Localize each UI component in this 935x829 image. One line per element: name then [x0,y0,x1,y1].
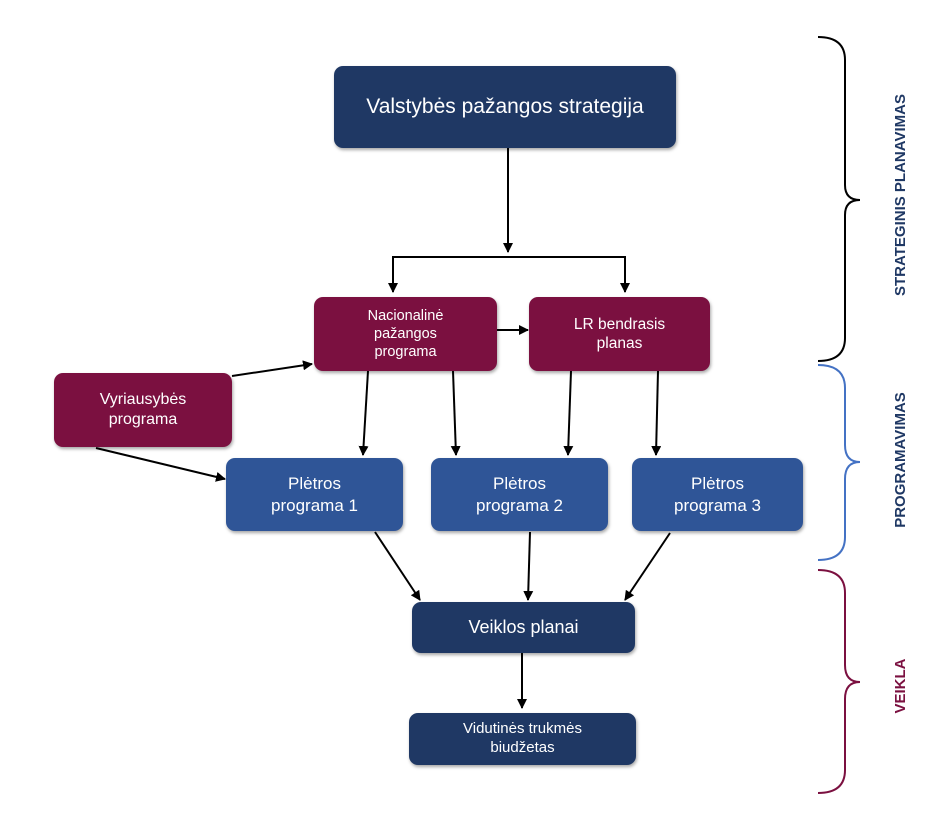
arrow-lrbp-to-pp2 [563,370,574,456]
arrow-vp-to-pp1 [95,447,226,482]
box-pletros-programa-2: Plėtros programa 2 [431,458,608,531]
box-pletros-programa-1: Plėtros programa 1 [226,458,403,531]
box-valstybes-pazangos-strategija: Valstybės pažangos strategija [334,66,676,148]
arrow-pp3-to-veik [624,532,671,601]
bracket-strateginis [817,36,861,362]
arrow-npp-to-pp1 [358,370,369,456]
box-lr-bendrasis-planas: LR bendrasis planas [529,297,710,371]
label-programavimas: PROGRAMAVIMAS [892,392,909,528]
arrow-npp-to-pp2 [450,370,461,456]
arrow-lrbp-to-pp3 [651,370,662,456]
box-nacionaline-pazangos-programa: Nacionalinė pažangos programa [314,297,497,371]
box-vidutines-trukmes-biudzetas: Vidutinės trukmės biudžetas [409,713,636,765]
box-veiklos-planai: Veiklos planai [412,602,635,653]
arrow-pp2-to-veik [523,531,534,601]
split-bar [392,256,630,293]
arrow-pp1-to-veik [374,531,421,601]
box-pletros-programa-3: Plėtros programa 3 [632,458,803,531]
arrow-vp-to-npp [231,360,313,377]
bracket-veikla [817,569,861,794]
box-vyriausybes-programa: Vyriausybės programa [54,373,232,447]
label-veikla: VEIKLA [892,658,909,714]
label-strateginis-planavimas: STRATEGINIS PLANAVIMAS [892,94,909,296]
bracket-programavimas [817,364,861,561]
